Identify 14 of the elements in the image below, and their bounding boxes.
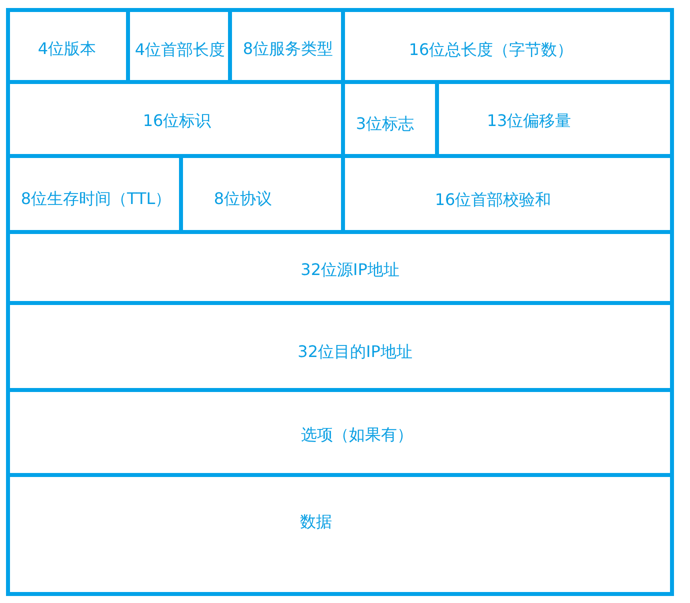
field-label: 13位偏移量 xyxy=(486,111,572,131)
field-label: 8位协议 xyxy=(214,189,272,209)
field-label: 4位首部长度 xyxy=(134,40,226,60)
field-label: 数据 xyxy=(300,512,332,532)
field-label: 16位首部校验和 xyxy=(434,190,552,210)
field-label: 16位总长度（字节数） xyxy=(408,40,574,60)
field-label: 选项（如果有） xyxy=(301,425,413,445)
field-label: 3位标志 xyxy=(356,114,414,134)
field-label: 4位版本 xyxy=(38,39,96,59)
field-label: 8位服务类型 xyxy=(242,39,334,59)
field-label: 8位生存时间（TTL） xyxy=(20,189,172,209)
field-label: 32位源IP地址 xyxy=(300,260,400,280)
field-label: 32位目的IP地址 xyxy=(298,342,412,362)
field-label: 16位标识 xyxy=(142,111,212,131)
